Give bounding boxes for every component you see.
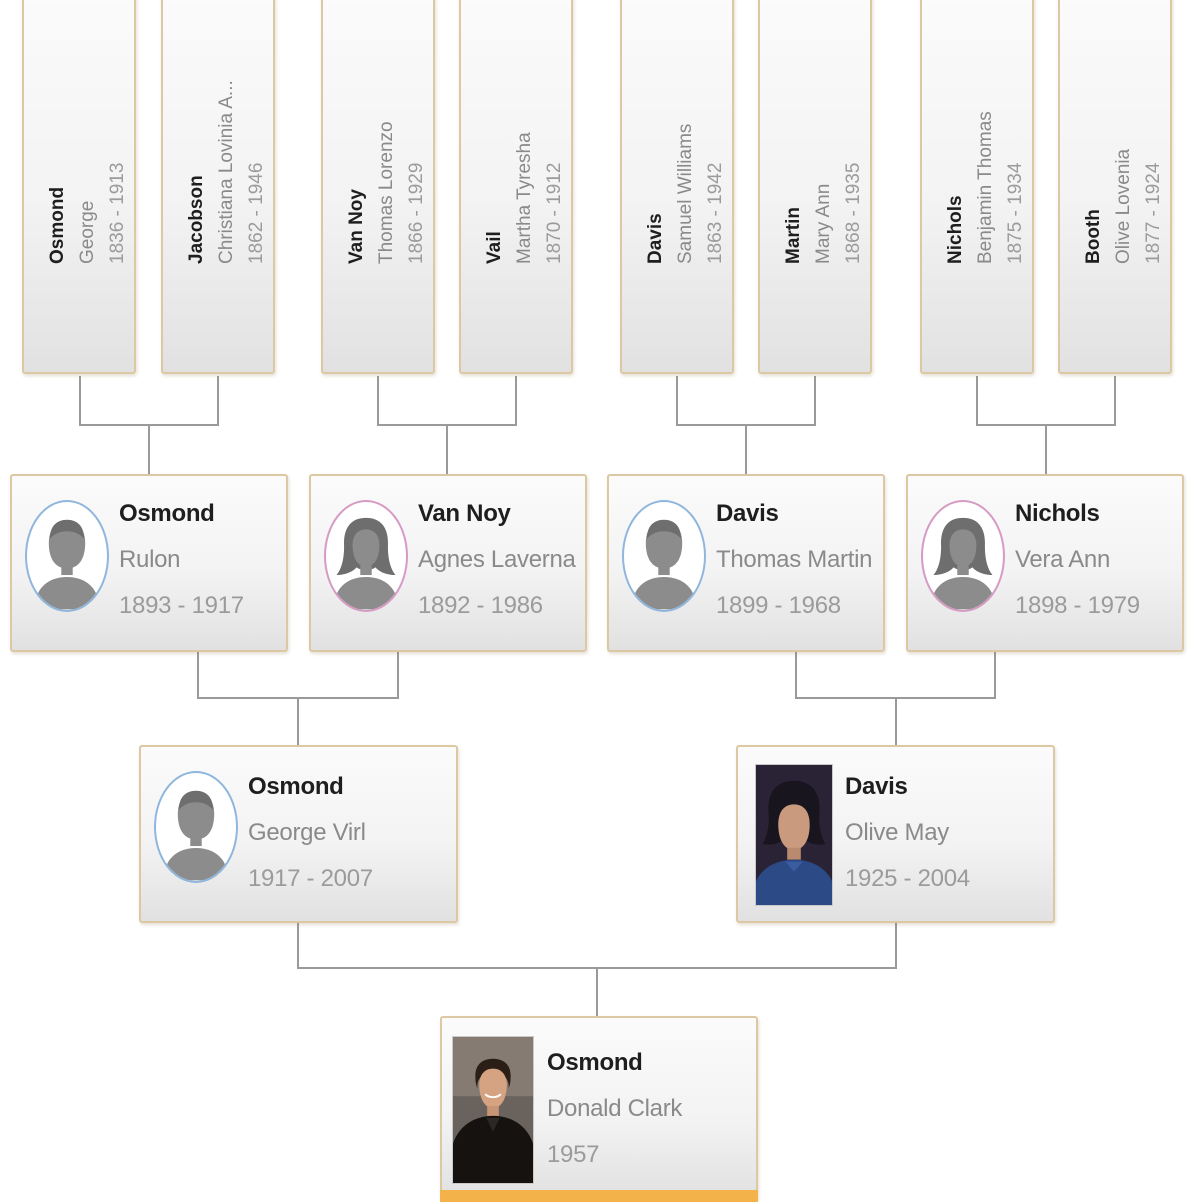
given-name: Martha Tyresha (514, 132, 535, 264)
portrait-photo (452, 1036, 534, 1184)
ancestor-card-grandparent-3[interactable]: Davis Thomas Martin 1899 - 1968 (607, 474, 885, 652)
surname: Nichols (1015, 500, 1100, 527)
given-name: Olive May (845, 819, 949, 846)
surname: Jacobson (186, 175, 207, 264)
life-years: 1893 - 1917 (119, 592, 244, 619)
surname: Nichols (945, 195, 966, 264)
ancestor-text: Nichols Benjamin Thomas 1875 - 1934 (941, 111, 1031, 264)
female-avatar-icon (324, 500, 408, 612)
male-avatar-icon (154, 771, 238, 883)
person-text: Davis Olive May 1925 - 2004 (845, 764, 970, 902)
ancestor-text: Booth Olive Lovenia 1877 - 1924 (1079, 149, 1169, 264)
life-years: 1875 - 1934 (1005, 162, 1026, 264)
ancestor-text: Vail Martha Tyresha 1870 - 1912 (480, 132, 570, 264)
life-years: 1836 - 1913 (107, 162, 128, 264)
person-text: Nichols Vera Ann 1898 - 1979 (1015, 491, 1140, 629)
ancestor-text: Van Noy Thomas Lorenzo 1866 - 1929 (342, 121, 432, 264)
ancestor-text: Martin Mary Ann 1868 - 1935 (779, 163, 869, 264)
ancestor-card-great-grandparent-8[interactable]: Booth Olive Lovenia 1877 - 1924 (1058, 0, 1172, 374)
given-name: Vera Ann (1015, 546, 1111, 573)
root-person-card[interactable]: Osmond Donald Clark 1957 (440, 1016, 758, 1200)
male-avatar-icon (25, 500, 109, 612)
person-text: Osmond Donald Clark 1957 (547, 1040, 682, 1178)
ancestor-card-mother[interactable]: Davis Olive May 1925 - 2004 (736, 745, 1055, 923)
ancestor-card-great-grandparent-2[interactable]: Jacobson Christiana Lovinia A... 1862 - … (161, 0, 275, 374)
ancestor-card-great-grandparent-3[interactable]: Van Noy Thomas Lorenzo 1866 - 1929 (321, 0, 435, 374)
given-name: George Virl (248, 819, 366, 846)
given-name: Christiana Lovinia A... (216, 80, 237, 264)
given-name: George (77, 200, 98, 264)
portrait-photo (755, 764, 833, 906)
ancestor-card-father[interactable]: Osmond George Virl 1917 - 2007 (139, 745, 458, 923)
given-name: Samuel Williams (675, 123, 696, 264)
given-name: Mary Ann (813, 183, 834, 264)
ancestor-card-grandparent-2[interactable]: Van Noy Agnes Laverna 1892 - 1986 (309, 474, 587, 652)
given-name: Benjamin Thomas (975, 111, 996, 264)
ancestor-text: Osmond George 1836 - 1913 (43, 163, 133, 264)
surname: Osmond (119, 500, 215, 527)
male-avatar-icon (622, 500, 706, 612)
surname: Van Noy (346, 189, 367, 264)
person-text: Davis Thomas Martin 1899 - 1968 (716, 491, 872, 629)
given-name: Thomas Lorenzo (376, 121, 397, 264)
given-name: Agnes Laverna (418, 546, 576, 573)
ancestor-text: Jacobson Christiana Lovinia A... 1862 - … (182, 80, 272, 264)
surname: Osmond (47, 186, 68, 264)
surname: Osmond (547, 1049, 643, 1076)
surname: Martin (783, 207, 804, 264)
person-text: Osmond Rulon 1893 - 1917 (119, 491, 244, 629)
life-years: 1892 - 1986 (418, 592, 543, 619)
surname: Vail (484, 231, 505, 264)
person-text: Osmond George Virl 1917 - 2007 (248, 764, 373, 902)
surname: Booth (1083, 209, 1104, 264)
ancestor-card-grandparent-1[interactable]: Osmond Rulon 1893 - 1917 (10, 474, 288, 652)
selected-person-indicator (440, 1190, 758, 1202)
given-name: Donald Clark (547, 1095, 683, 1122)
surname: Davis (716, 500, 779, 527)
life-years: 1898 - 1979 (1015, 592, 1140, 619)
given-name: Olive Lovenia (1113, 148, 1134, 264)
ancestor-card-great-grandparent-5[interactable]: Davis Samuel Williams 1863 - 1942 (620, 0, 734, 374)
ancestor-card-great-grandparent-4[interactable]: Vail Martha Tyresha 1870 - 1912 (459, 0, 573, 374)
life-years: 1863 - 1942 (705, 162, 726, 264)
life-years: 1862 - 1946 (246, 162, 267, 264)
life-years: 1917 - 2007 (248, 865, 373, 892)
life-years: 1868 - 1935 (843, 162, 864, 264)
surname: Osmond (248, 773, 344, 800)
ancestor-card-great-grandparent-1[interactable]: Osmond George 1836 - 1913 (22, 0, 136, 374)
person-text: Van Noy Agnes Laverna 1892 - 1986 (418, 491, 576, 629)
life-years: 1899 - 1968 (716, 592, 841, 619)
life-years: 1870 - 1912 (544, 162, 565, 264)
female-avatar-icon (921, 500, 1005, 612)
ancestor-text: Davis Samuel Williams 1863 - 1942 (641, 124, 731, 264)
surname: Davis (645, 213, 666, 264)
surname: Van Noy (418, 500, 511, 527)
given-name: Rulon (119, 546, 181, 573)
ancestor-card-grandparent-4[interactable]: Nichols Vera Ann 1898 - 1979 (906, 474, 1184, 652)
life-years: 1957 (547, 1141, 600, 1168)
ancestor-card-great-grandparent-6[interactable]: Martin Mary Ann 1868 - 1935 (758, 0, 872, 374)
surname: Davis (845, 773, 908, 800)
given-name: Thomas Martin (716, 546, 873, 573)
ancestor-card-great-grandparent-7[interactable]: Nichols Benjamin Thomas 1875 - 1934 (920, 0, 1034, 374)
life-years: 1866 - 1929 (406, 162, 427, 264)
life-years: 1925 - 2004 (845, 865, 970, 892)
life-years: 1877 - 1924 (1143, 162, 1164, 264)
